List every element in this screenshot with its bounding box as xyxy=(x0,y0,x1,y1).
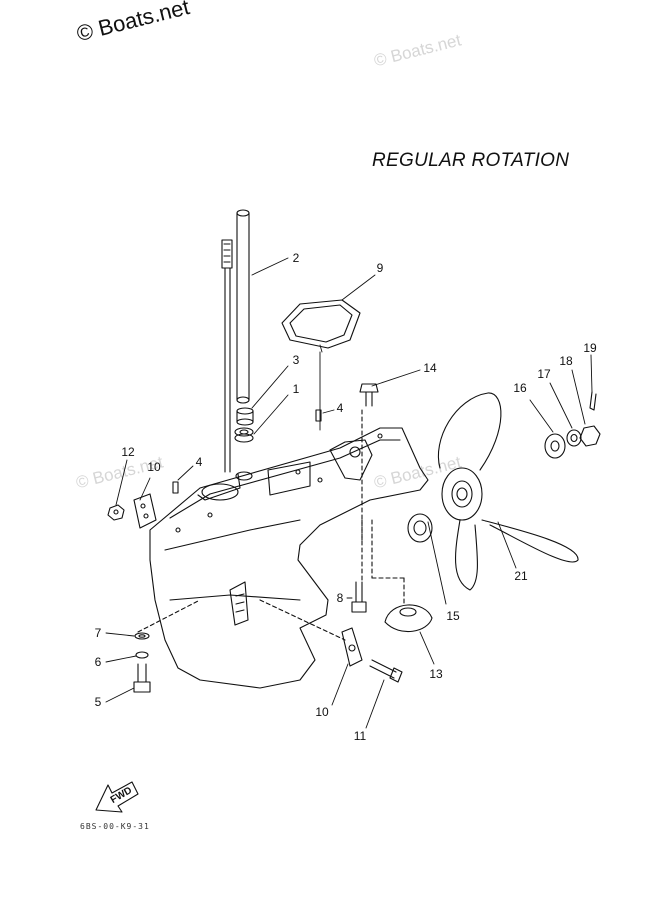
cotter-pin[interactable] xyxy=(589,391,597,411)
bushing[interactable] xyxy=(236,407,254,426)
leader-lines xyxy=(105,257,593,729)
callout-label: 18 xyxy=(559,354,573,368)
prop-washer[interactable] xyxy=(566,429,582,447)
callout-label: 2 xyxy=(293,251,300,265)
callout-label: 7 xyxy=(95,626,102,640)
cover-plate[interactable] xyxy=(133,493,157,529)
callout-label: 4 xyxy=(196,455,203,469)
trim-tab[interactable] xyxy=(384,604,433,633)
drain-bolt[interactable] xyxy=(133,663,151,693)
propeller[interactable] xyxy=(438,392,579,591)
shift-rod[interactable] xyxy=(221,239,233,473)
callout-label: 11 xyxy=(354,729,367,743)
anode-bolt-long[interactable] xyxy=(369,659,403,683)
callout-label: 5 xyxy=(95,695,102,709)
anode-bolt[interactable] xyxy=(351,581,367,613)
callout-label: 9 xyxy=(377,261,384,275)
diagram-code: 6BS-00-K9-31 xyxy=(80,822,150,831)
callout-label: 16 xyxy=(513,381,527,395)
callout-label: 17 xyxy=(537,367,551,381)
alignment-lines xyxy=(137,409,405,641)
gasket[interactable] xyxy=(281,299,361,349)
oil-seal[interactable] xyxy=(234,427,254,443)
callout-label: 4 xyxy=(337,401,344,415)
callout-label: 19 xyxy=(583,341,597,355)
callout-label: 6 xyxy=(95,655,102,669)
forward-arrow-icon xyxy=(95,781,139,813)
callout-label: 21 xyxy=(514,569,528,583)
drive-shaft[interactable] xyxy=(236,209,250,404)
nut[interactable] xyxy=(107,504,125,521)
prop-nut[interactable] xyxy=(579,425,601,447)
callout-label: 1 xyxy=(293,382,300,396)
callout-label: 12 xyxy=(121,445,135,459)
spring-washer[interactable] xyxy=(135,651,149,659)
callout-label: 3 xyxy=(293,353,300,367)
washer[interactable] xyxy=(134,632,150,640)
callout-label: 10 xyxy=(147,460,161,474)
callout-label: 10 xyxy=(315,705,329,719)
anode[interactable] xyxy=(341,627,363,667)
bolt[interactable] xyxy=(359,383,379,407)
callout-label: 13 xyxy=(429,667,443,681)
callout-label: 15 xyxy=(446,609,460,623)
callout-label: 14 xyxy=(423,361,437,375)
rotation-title: REGULAR ROTATION xyxy=(372,150,570,171)
lower-casing[interactable] xyxy=(149,427,429,689)
thrust-washer[interactable] xyxy=(407,513,433,543)
callout-label: 8 xyxy=(337,591,344,605)
spacer[interactable] xyxy=(544,433,566,459)
dowel-pin[interactable] xyxy=(172,409,322,494)
